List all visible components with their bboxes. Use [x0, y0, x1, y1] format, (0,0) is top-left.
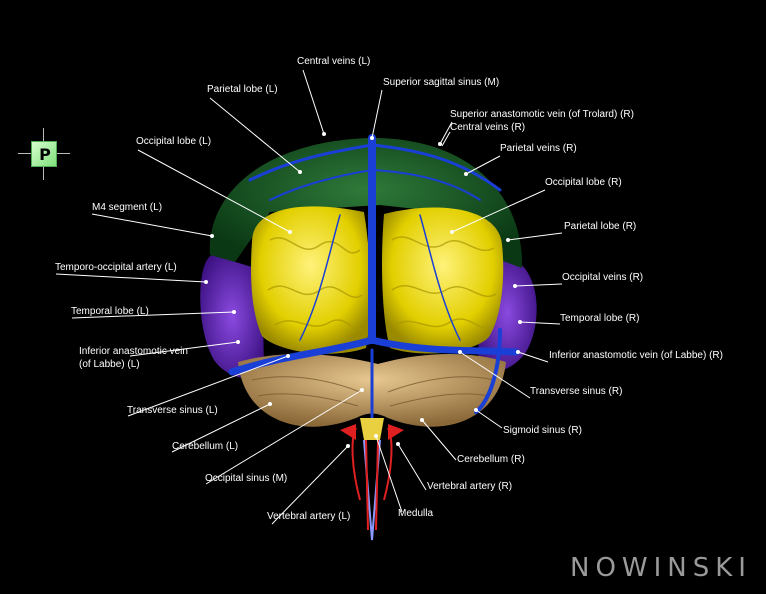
- leader-parietal-lobe-r: [507, 232, 563, 241]
- leader-parietal-veins-r: [465, 155, 501, 175]
- leader-cerebellum-r: [421, 419, 457, 461]
- orientation-marker: P: [18, 128, 70, 180]
- label-parietal-veins-r: Parietal veins (R): [500, 143, 577, 154]
- leader-occipital-lobe-r: [451, 189, 546, 233]
- occipital-lobe-left-shape: [251, 206, 371, 354]
- leader-vertebral-r: [397, 443, 427, 491]
- leader-occipital-veins-r: [514, 283, 563, 287]
- label-cerebellum-r: Cerebellum (R): [457, 454, 525, 465]
- label-inferior-anastomotic-vein-l-line1: Inferior anastomotic vein: [79, 346, 188, 357]
- label-occipital-veins-r: Occipital veins (R): [562, 272, 644, 283]
- label-temporo-occipital-artery-l: Temporo-occipital artery (L): [55, 262, 177, 273]
- leader-central-veins-l: [302, 69, 325, 135]
- leader-labbe-l: [129, 341, 239, 357]
- leader-temporal-lobe-l: [71, 311, 235, 319]
- leader-parietal-lobe-l: [209, 97, 301, 173]
- leader-temporal-lobe-r: [519, 321, 561, 325]
- label-central-veins-l: Central veins (L): [297, 56, 371, 67]
- label-transverse-sinus-l: Transverse sinus (L): [127, 405, 218, 416]
- label-m4-segment-l: M4 segment (L): [92, 202, 163, 213]
- leader-labbe-r: [517, 351, 549, 363]
- label-temporal-lobe-l: Temporal lobe (L): [71, 306, 149, 317]
- label-vertebral-artery-l: Vertebral artery (L): [267, 511, 351, 522]
- label-superior-sagittal-sinus-m: Superior sagittal sinus (M): [383, 77, 500, 88]
- orientation-letter: P: [39, 145, 51, 164]
- label-occipital-lobe-l: Occipital lobe (L): [136, 136, 212, 147]
- leader-vertebral-l: [271, 445, 349, 525]
- orientation-box: P: [31, 141, 57, 167]
- leader-sigmoid-sinus-r: [475, 409, 503, 429]
- label-temporal-lobe-r: Temporal lobe (R): [560, 313, 640, 324]
- label-cerebellum-l: Cerebellum (L): [172, 441, 239, 452]
- leader-medulla: [375, 435, 403, 513]
- leader-transverse-sinus-r: [459, 351, 531, 399]
- label-superior-anastomotic-vein-r: Superior anastomotic vein (of Trolard) (…: [450, 109, 634, 120]
- medulla-shape: [360, 418, 384, 440]
- leader-transverse-sinus-l: [127, 355, 289, 417]
- leader-m4-segment: [91, 213, 213, 237]
- nowinski-logo: NOWINSKI: [570, 553, 752, 583]
- temporal-lobe-left-shape: [200, 255, 264, 378]
- label-occipital-lobe-r: Occipital lobe (R): [545, 177, 622, 188]
- label-parietal-lobe-l: Parietal lobe (L): [207, 84, 278, 95]
- label-medulla: Medulla: [398, 508, 434, 519]
- label-sigmoid-sinus-r: Sigmoid sinus (R): [503, 425, 582, 436]
- leader-superior-sagittal-sinus: [371, 89, 383, 139]
- label-inferior-anastomotic-vein-l-line2: (of Labbe) (L): [79, 359, 140, 370]
- leader-trolard: [439, 121, 453, 145]
- parietal-lobe-shape: [209, 137, 523, 268]
- label-inferior-anastomotic-vein-r: Inferior anastomotic vein (of Labbe) (R): [549, 350, 723, 361]
- label-vertebral-artery-r: Vertebral artery (R): [427, 481, 513, 492]
- leader-temporo-occipital: [55, 273, 207, 283]
- leader-cerebellum-l: [171, 403, 271, 453]
- leader-occipital-sinus: [205, 389, 363, 485]
- label-transverse-sinus-r: Transverse sinus (R): [530, 386, 623, 397]
- leader-occipital-lobe-l: [137, 149, 291, 233]
- label-occipital-sinus-m: Occipital sinus (M): [205, 473, 288, 484]
- occipital-lobe-right-shape: [382, 207, 504, 354]
- label-parietal-lobe-r: Parietal lobe (R): [564, 221, 637, 232]
- leader-central-veins-r: [441, 131, 451, 147]
- label-central-veins-r: Central veins (R): [450, 122, 526, 133]
